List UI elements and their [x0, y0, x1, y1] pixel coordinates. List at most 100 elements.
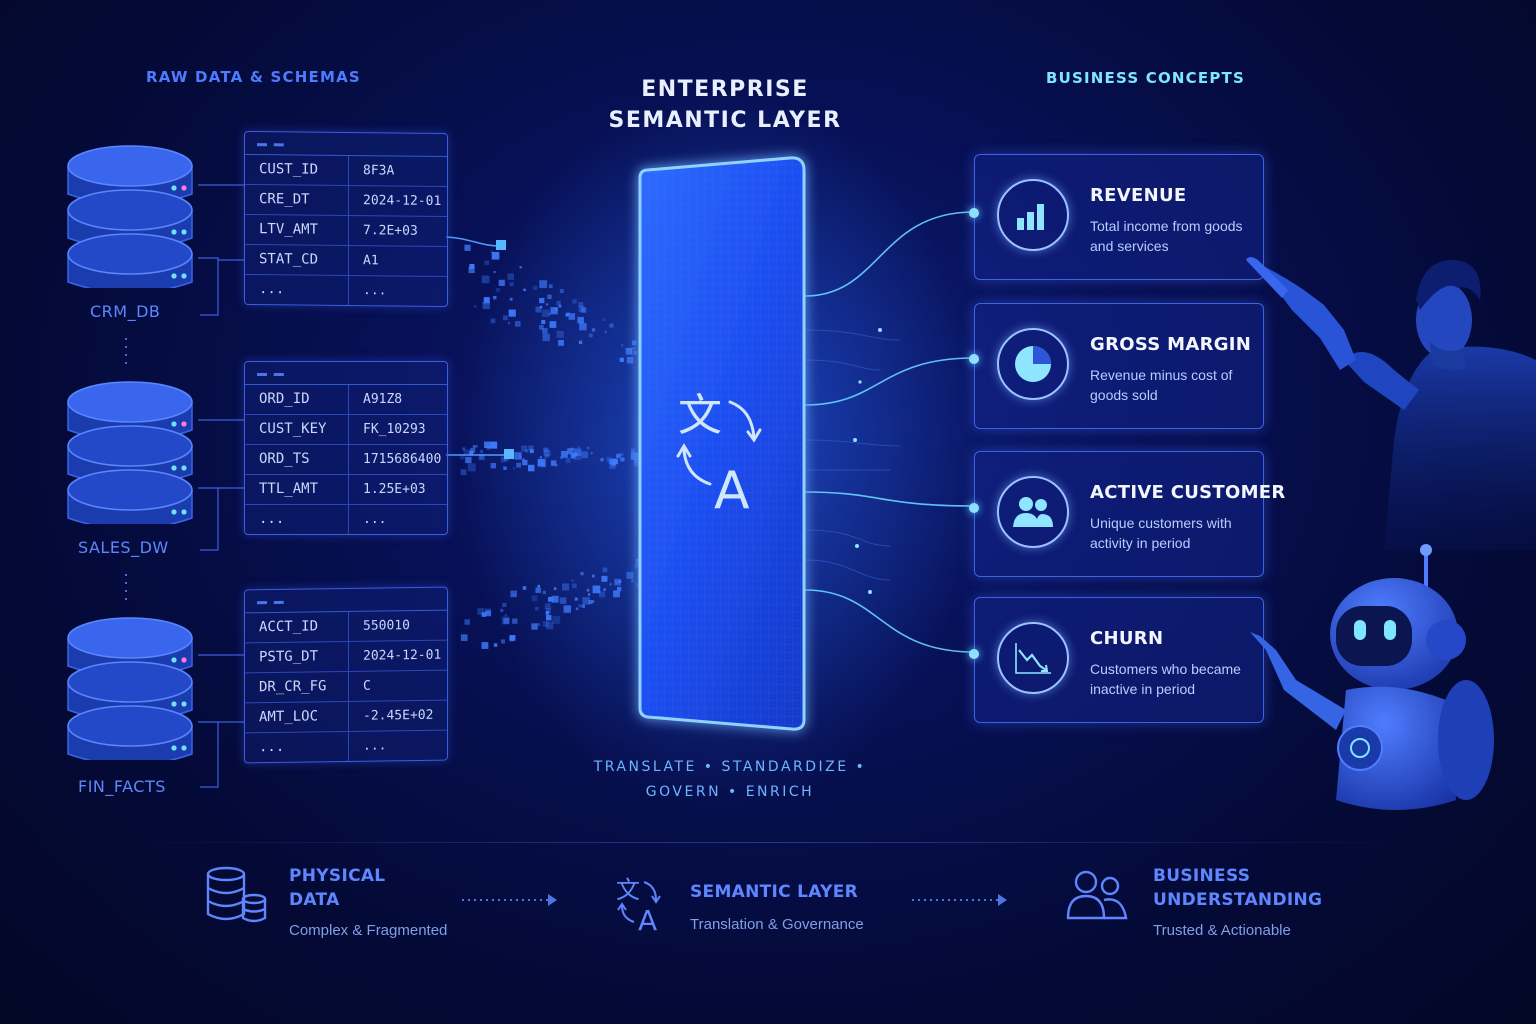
robot-illustration — [1250, 544, 1494, 810]
column-value: A91Z8 — [363, 392, 403, 407]
column-value: C — [363, 678, 371, 694]
table-row: LTV_AMT 7.2E+03 — [245, 214, 447, 248]
table-row: DR_CR_FG C — [245, 670, 447, 704]
database-icon — [67, 145, 193, 288]
column-value: 2024-12-01 — [363, 193, 442, 209]
column-name: CRE_DT — [245, 184, 349, 216]
concept-name: CHURN — [1090, 628, 1164, 649]
column-value: ... — [363, 738, 387, 754]
column-name: ORD_ID — [245, 385, 349, 414]
bottom-title-line1: PHYSICAL — [289, 866, 386, 886]
table-header-bar: ▬ ▬ — [245, 131, 447, 158]
bottom-title-line1: BUSINESS — [1153, 866, 1251, 886]
concept-card-gross-margin[interactable]: GROSS MARGIN Revenue minus cost of goods… — [969, 303, 1264, 429]
svg-text:A: A — [714, 461, 750, 521]
raw-data-title: RAW DATA & SCHEMAS — [146, 68, 361, 86]
dotted-arrow — [912, 894, 1007, 906]
bottom-business-subtitle: Trusted & Actionable — [1153, 922, 1291, 939]
column-value: ... — [363, 512, 387, 527]
column-value: 550010 — [363, 618, 410, 634]
column-name: ... — [245, 731, 349, 763]
table-row: ORD_ID A91Z8 — [245, 385, 447, 415]
bottom-physical-subtitle: Complex & Fragmented — [289, 922, 448, 939]
table-row: AMT_LOC -2.45E+02 — [245, 700, 447, 734]
column-name: LTV_AMT — [245, 214, 349, 246]
person-illustration — [1246, 257, 1536, 550]
concept-name: REVENUE — [1090, 185, 1187, 206]
column-name: ... — [245, 274, 349, 306]
table-row: ...... — [245, 731, 447, 763]
svg-text:文: 文 — [616, 876, 640, 904]
table-row: CRE_DT 2024-12-01 — [245, 184, 447, 218]
table-row: STAT_CD A1 — [245, 244, 447, 278]
users-icon — [997, 476, 1069, 548]
bottom-semantic-title: SEMANTIC LAYER — [690, 882, 859, 902]
concept-card-revenue[interactable]: REVENUE Total income from goods and serv… — [969, 154, 1264, 280]
column-value: ... — [363, 283, 387, 299]
db-label-crm: CRM_DB — [90, 302, 161, 321]
semantic-layer-title: ENTERPRISE SEMANTIC LAYER — [560, 74, 890, 136]
connector-dot — [969, 503, 979, 513]
concept-name: ACTIVE CUSTOMER — [1090, 482, 1286, 503]
table-row: TTL_AMT 1.25E+03 — [245, 475, 447, 505]
business-concepts-title: BUSINESS CONCEPTS — [1046, 69, 1245, 87]
column-name: ACCT_ID — [245, 611, 349, 643]
divider — [110, 842, 1426, 843]
bar-chart-icon — [997, 179, 1069, 251]
column-value: 7.2E+03 — [363, 223, 418, 239]
svg-text:A: A — [638, 904, 657, 934]
column-name: TTL_AMT — [245, 475, 349, 504]
connector-dot — [969, 208, 979, 218]
main-title-line2: SEMANTIC LAYER — [608, 108, 842, 133]
column-value: A1 — [363, 253, 379, 269]
column-name: ORD_TS — [245, 445, 349, 474]
table-row: PSTG_DT 2024-12-01 — [245, 640, 447, 674]
database-icon — [67, 381, 193, 524]
column-name: AMT_LOC — [245, 701, 349, 733]
concept-desc: Revenue minus cost of goods sold — [1090, 367, 1233, 403]
bottom-physical-title: PHYSICAL DATA — [289, 864, 385, 912]
dotted-arrow — [462, 894, 557, 906]
column-value: -2.45E+02 — [363, 707, 434, 724]
semantic-layer-functions: TRANSLATE • STANDARDIZE • GOVERN • ENRIC… — [570, 755, 890, 805]
translate-icon: 文 A — [616, 876, 661, 934]
pie-chart-icon — [997, 328, 1069, 400]
concept-desc: Unique customers with activity in period — [1090, 515, 1232, 551]
column-value: 1715686400 — [363, 452, 442, 467]
concept-name: GROSS MARGIN — [1090, 334, 1252, 355]
concept-card-active-customer[interactable]: ACTIVE CUSTOMER Unique customers with ac… — [969, 451, 1285, 577]
translate-icon: 文 A — [676, 390, 762, 521]
concept-card-churn[interactable]: CHURN Customers who became inactive in p… — [969, 597, 1264, 723]
column-name: STAT_CD — [245, 244, 349, 276]
db-label-sales: SALES_DW — [78, 538, 169, 557]
table-row: ACCT_ID 550010 — [245, 610, 447, 644]
concept-desc: Total income from goods and services — [1090, 218, 1243, 254]
table-row: CUST_ID 8F3A — [245, 154, 447, 188]
trend-down-icon — [997, 622, 1069, 694]
motto-line1: TRANSLATE • STANDARDIZE • — [593, 759, 867, 775]
table-row: ...... — [245, 505, 447, 534]
column-name: DR_CR_FG — [245, 671, 349, 703]
concept-desc: Customers who became inactive in period — [1090, 661, 1241, 697]
table-header-bar: ▬ ▬ — [245, 362, 447, 385]
column-value: 1.25E+03 — [363, 482, 426, 497]
database-icon — [206, 866, 267, 923]
connector-dot — [969, 354, 979, 364]
column-name: PSTG_DT — [245, 641, 349, 673]
bottom-title-line2: UNDERSTANDING — [1153, 890, 1323, 910]
table-header-bar: ▬ ▬ — [245, 587, 447, 614]
bottom-title-line2: DATA — [289, 890, 340, 910]
column-value: 8F3A — [363, 163, 395, 179]
bottom-semantic-subtitle: Translation & Governance — [690, 916, 864, 933]
column-value: 2024-12-01 — [363, 647, 442, 664]
bottom-business-title: BUSINESS UNDERSTANDING — [1153, 864, 1322, 912]
column-name: CUST_ID — [245, 154, 349, 186]
svg-text:文: 文 — [678, 390, 722, 441]
people-icon — [1066, 870, 1128, 920]
db-label-fin: FIN_FACTS — [78, 777, 166, 796]
semantic-layer-panel: 文 A — [638, 156, 806, 731]
column-value: FK_10293 — [363, 422, 426, 437]
